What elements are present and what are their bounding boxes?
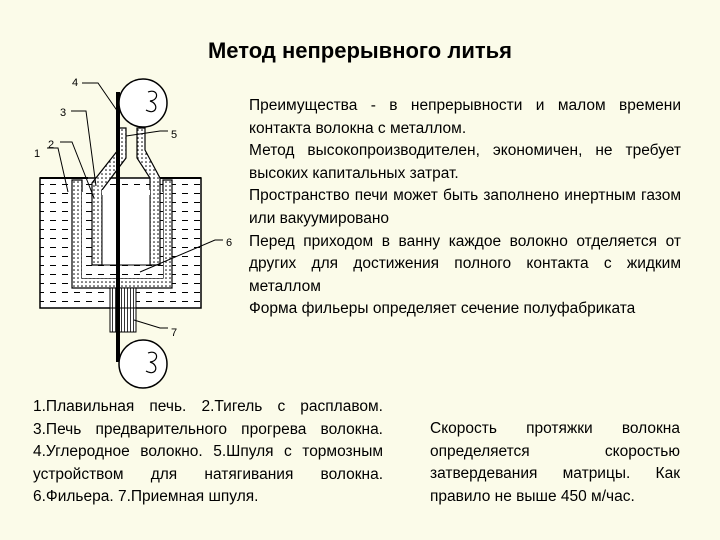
advantage-item: Перед приходом в ванну каждое волокно от… [249, 232, 681, 295]
preheating-furnace [91, 127, 161, 266]
advantage-item: Пространство печи может быть заполнено и… [249, 187, 681, 227]
advantages-list: Преимущества - в непрерывности и малом в… [249, 95, 681, 321]
label-1: 1 [34, 148, 40, 160]
slide-title: Метод непрерывного литья [207, 38, 512, 63]
continuous-casting-diagram: 1 2 3 4 5 6 7 [34, 77, 232, 389]
speed-note: Скорость протяжки волокна определяется с… [430, 420, 680, 505]
label-2: 2 [48, 139, 54, 151]
advantage-item: Преимущества - в непрерывности и малом в… [249, 97, 681, 137]
die [109, 287, 137, 333]
leader-lines [47, 82, 223, 329]
diagram-legend: 1.Плавильная печь. 2.Тигель с расплавом.… [33, 398, 383, 506]
label-4: 4 [72, 77, 78, 89]
receiving-spool [118, 339, 168, 389]
label-3: 3 [60, 107, 66, 119]
advantage-item: Метод высокопроизводителен, экономичен, … [249, 142, 681, 182]
label-6: 6 [226, 237, 232, 249]
top-spool [118, 78, 168, 128]
label-7: 7 [171, 327, 177, 339]
advantage-item: Форма фильеры определяет сечение полуфаб… [249, 300, 636, 318]
label-5: 5 [171, 129, 177, 141]
